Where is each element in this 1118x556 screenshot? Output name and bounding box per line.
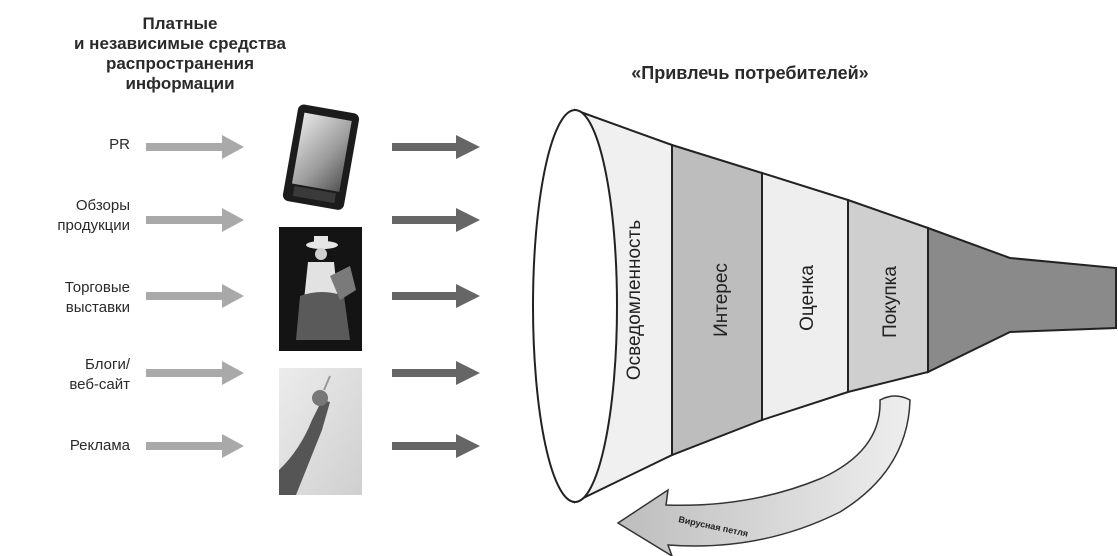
source-label-blogs: Блоги/ веб-сайт bbox=[20, 355, 130, 395]
dark-arrow bbox=[392, 434, 480, 458]
hand-reaching-photo bbox=[279, 368, 362, 495]
source-label-trade-shows: Торговые выставки bbox=[20, 278, 130, 318]
sources-title-line: информации bbox=[125, 74, 235, 93]
funnel-mouth bbox=[532, 109, 618, 503]
source-label-pr: PR bbox=[20, 135, 130, 155]
stage-purchase-label: Покупка bbox=[880, 266, 901, 338]
source-label-advertising: Реклама bbox=[20, 436, 130, 456]
sources-title-line: распространения bbox=[105, 54, 255, 73]
dark-arrow bbox=[392, 208, 480, 232]
light-arrow bbox=[146, 361, 244, 385]
source-label-line: веб-сайт bbox=[69, 376, 130, 393]
source-label-line: Торговые bbox=[64, 279, 130, 296]
light-arrow bbox=[146, 208, 244, 232]
source-arrows bbox=[146, 135, 244, 458]
source-label-line: продукции bbox=[57, 217, 130, 234]
funnel-title: «Привлечь потребителей» bbox=[631, 63, 869, 83]
funnel-spout bbox=[927, 226, 1117, 374]
dark-arrow bbox=[392, 361, 480, 385]
funnel-arrows bbox=[392, 135, 480, 458]
viral-loop-arrow: Вирусная петля bbox=[616, 395, 911, 556]
light-arrow bbox=[146, 135, 244, 159]
stage-interest-label: Интерес bbox=[711, 263, 732, 337]
source-label-line: Реклама bbox=[69, 437, 130, 454]
tablet-image bbox=[282, 104, 360, 210]
dark-arrow bbox=[392, 135, 480, 159]
source-label-line: выставки bbox=[65, 299, 130, 316]
sources-title-line: Платные bbox=[142, 14, 218, 33]
sources-title-line: и независимые средства bbox=[74, 34, 286, 53]
funnel bbox=[532, 108, 1117, 504]
sources-title: Платные и независимые средства распростр… bbox=[30, 14, 330, 94]
source-label-reviews: Обзоры продукции bbox=[20, 196, 130, 236]
dark-arrow bbox=[392, 284, 480, 308]
light-arrow bbox=[146, 434, 244, 458]
cowboy-horse-photo bbox=[279, 227, 362, 351]
stage-awareness-label: Осведомленность bbox=[624, 220, 645, 380]
source-label-line: PR bbox=[109, 136, 130, 153]
stage-evaluation-label: Оценка bbox=[797, 265, 818, 331]
light-arrow bbox=[146, 284, 244, 308]
source-label-line: Обзоры bbox=[75, 197, 130, 214]
source-label-line: Блоги/ bbox=[85, 356, 130, 373]
